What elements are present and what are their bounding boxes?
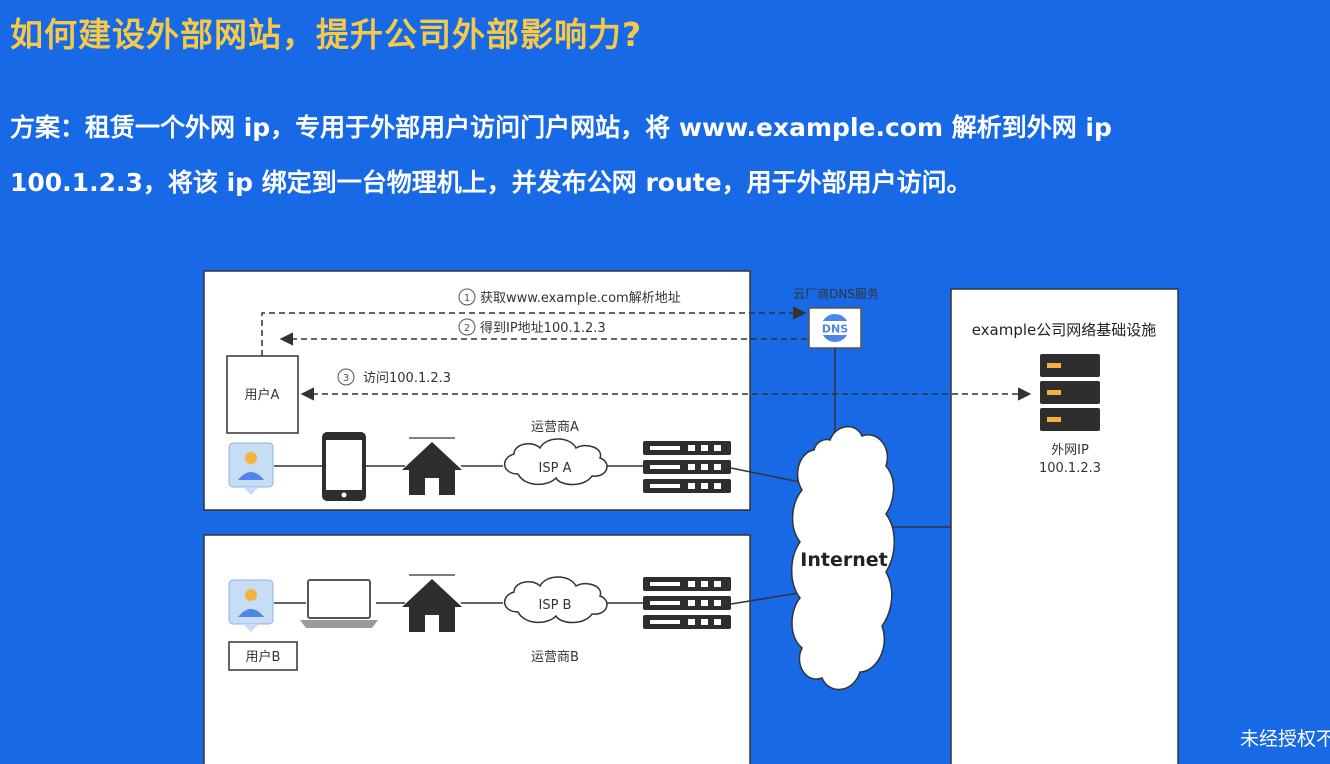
description-line-2: 100.1.2.3，将该 ip 绑定到一台物理机上，并发布公网 route，用于… [10,168,972,197]
step2-label: 2 得到IP地址100.1.2.3 [458,318,606,336]
step1-arrow [261,306,807,356]
carrier-a-label: 运营商A [531,420,579,435]
page-title: 如何建设外部网站，提升公司外部影响力? [10,15,643,54]
house-a-icon [402,437,462,495]
internet-cloud-icon: Internet [791,426,895,691]
step1-text: 获取www.example.com解析地址 [480,291,681,306]
user-b-label: 用户B [246,649,281,665]
server-icon [1040,354,1100,431]
watermark: 未经授权不 [1240,728,1330,750]
user-a-box [226,355,299,434]
isp-b-label: ISP B [539,598,572,613]
house-b-icon [402,574,462,632]
isp-a-cloud-icon: ISP A [504,438,608,486]
user-b-avatar-icon [228,579,274,632]
dns-service-label: 云厂商DNS服务 [793,286,879,301]
smartphone-icon [322,432,366,501]
step2-text: 得到IP地址100.1.2.3 [480,320,606,336]
infra-title: example公司网络基础设施 [972,321,1157,339]
step1-number: 1 [464,293,470,304]
carrier-b-label: 运营商B [531,650,579,665]
laptop-icon [300,579,378,628]
isp-a-label: ISP A [539,461,572,476]
step2-number: 2 [464,323,470,334]
user-a-label: 用户A [245,387,280,403]
dns-icon: DNS [819,312,851,344]
isp-b-cloud-icon: ISP B [504,576,608,624]
user-b-box [228,641,298,671]
step1-label: 1 获取www.example.com解析地址 [458,288,681,306]
user-a-avatar-icon [228,442,274,495]
server-ip: 100.1.2.3 [1039,461,1101,476]
step3-number: 3 [343,373,349,384]
dns-icon-text: DNS [822,323,848,336]
router-a-icon [643,441,731,493]
router-b-icon [643,577,731,629]
step3-text: 访问100.1.2.3 [363,371,451,386]
server-label: 外网IP [1051,443,1089,458]
internet-label: Internet [800,549,887,571]
description-line-1: 方案：租赁一个外网 ip，专用于外部用户访问门户网站，将 www.example… [10,113,1112,142]
step3-label: 3 访问100.1.2.3 [337,368,451,386]
